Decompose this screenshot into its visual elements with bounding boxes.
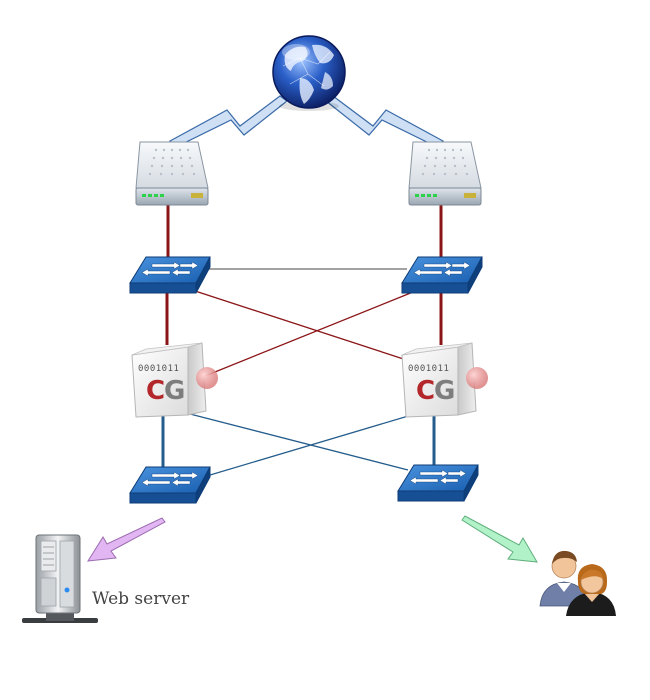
- arrow-icon: [87, 517, 166, 562]
- firewall-bits: 0001011: [408, 364, 449, 374]
- firewall-icon: 0001011 C G: [131, 342, 218, 418]
- switch-icon: [397, 464, 479, 502]
- link-cross-red-2: [204, 289, 419, 377]
- link-cross-blue-1: [189, 413, 409, 471]
- firewall-left: 0001011 C G: [131, 342, 218, 418]
- firewall-logo-g: G: [164, 376, 185, 406]
- router-icon: [408, 141, 482, 206]
- firewall-right: 0001011 C G: [401, 342, 488, 418]
- firewall-bits: 0001011: [138, 364, 179, 374]
- switch-top-right: [401, 256, 483, 294]
- switch-icon: [401, 256, 483, 294]
- firewall-logo-g: G: [434, 376, 455, 406]
- link-cross-red-1: [191, 289, 426, 367]
- link-cross-blue-2: [199, 413, 416, 479]
- switch-icon: [129, 466, 211, 504]
- globe-icon: [272, 35, 346, 111]
- links: [161, 95, 444, 479]
- server-label: Web server: [92, 589, 190, 609]
- arrow-to-server: [87, 517, 166, 562]
- router-right: [408, 141, 482, 206]
- users-icon: [539, 550, 616, 616]
- switch-icon: [129, 256, 211, 294]
- firewall-logo-c: C: [416, 376, 435, 406]
- lightning-link-right: [325, 95, 444, 148]
- router-left: [135, 141, 209, 206]
- lightning-link-left: [169, 95, 288, 148]
- switch-bottom-right: [397, 464, 479, 502]
- arrow-to-users: [461, 515, 538, 563]
- router-icon: [135, 141, 209, 206]
- arrow-icon: [461, 515, 538, 563]
- firewall-icon: 0001011 C G: [401, 342, 488, 418]
- firewall-logo-c: C: [146, 376, 165, 406]
- switch-bottom-left: [129, 466, 211, 504]
- server-icon: [22, 534, 98, 623]
- web-server: Web server: [22, 534, 190, 623]
- switch-top-left: [129, 256, 211, 294]
